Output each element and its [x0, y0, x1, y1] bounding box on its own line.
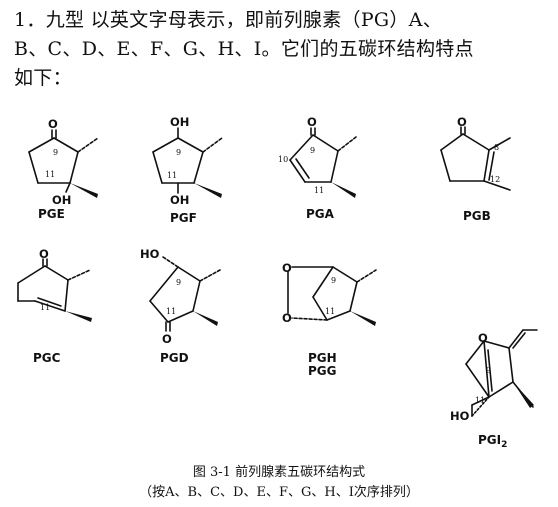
pga-label: PGA — [306, 207, 335, 221]
pgh-oxygen-2: O — [282, 311, 292, 325]
pgi2-structure: O HO 9 11 PGI2 — [450, 329, 538, 450]
pgh-oxygen-1: O — [282, 261, 292, 275]
intro-line-1: 1．九型 以英文字母表示，即前列腺素（PG）A、 — [14, 9, 443, 31]
pgi2-c11: 11 — [475, 396, 485, 405]
pge-structure: O OH 9 11 PGE — [28, 117, 99, 221]
pgh-structure: O O 9 11 PGH PGG — [282, 261, 377, 378]
pga-oxygen: O — [307, 115, 317, 129]
pga-c10: 10 — [278, 155, 288, 164]
pgi2-label: PGI2 — [478, 433, 507, 450]
pga-c9: 9 — [310, 146, 315, 155]
pga-structure: O 9 10 11 PGA — [278, 115, 357, 221]
pgf-c9: 9 — [176, 148, 181, 157]
intro-paragraph: 1．九型 以英文字母表示，即前列腺素（PG）A、 B、C、D、E、F、G、H、I… — [14, 6, 554, 93]
pgc-structure: O 11 PGC — [17, 247, 92, 365]
pgd-c11: 11 — [166, 307, 176, 316]
pgg-label: PGG — [308, 364, 337, 378]
pge-c11: 11 — [45, 170, 55, 179]
pge-label: PGE — [38, 207, 65, 221]
pgi2-label-main: PGI — [478, 433, 501, 447]
pgd-label: PGD — [160, 351, 189, 365]
pge-c9: 9 — [53, 148, 58, 157]
pgf-hydroxyl-top: OH — [170, 115, 189, 129]
pgf-c11: 11 — [167, 171, 177, 180]
pgf-structure: OH OH 9 11 PGF — [152, 115, 223, 225]
pga-c11: 11 — [314, 186, 324, 195]
pgh-c11: 11 — [325, 307, 335, 316]
pgc-oxygen: O — [39, 247, 49, 261]
pgi2-hydroxyl: HO — [450, 409, 470, 423]
pgf-label: PGF — [170, 211, 197, 225]
pgb-label: PGB — [463, 209, 491, 223]
pgd-c9: 9 — [176, 278, 181, 287]
pgb-c8: 8 — [494, 143, 499, 152]
figure-caption-subtitle: （按A、B、C、D、E、F、G、H、I次序排列） — [139, 485, 419, 500]
pgi2-c9: 9 — [486, 366, 491, 375]
pgf-hydroxyl-bottom: OH — [170, 193, 189, 207]
pgd-oxygen: O — [162, 332, 172, 346]
pgc-label: PGC — [33, 351, 61, 365]
pgb-c12: 12 — [490, 175, 500, 184]
intro-line-3: 如下： — [14, 67, 72, 89]
figure-caption-title: 图 3-1 前列腺素五碳环结构式 — [192, 465, 366, 480]
pgd-hydroxyl: HO — [140, 247, 160, 261]
pgc-c11: 11 — [40, 303, 50, 312]
pgi2-label-subscript: 2 — [501, 440, 507, 450]
pgb-oxygen: O — [457, 115, 467, 129]
pgi2-ring-oxygen: O — [478, 331, 488, 345]
pge-oxygen: O — [48, 117, 58, 131]
pge-hydroxyl: OH — [52, 193, 71, 207]
intro-line-2: B、C、D、E、F、G、H、I。它们的五碳环结构特点 — [14, 38, 474, 60]
pgh-c9: 9 — [331, 276, 336, 285]
pgb-structure: O 8 12 PGB — [440, 115, 511, 223]
pgh-label: PGH — [308, 351, 337, 365]
pgd-structure: HO O 9 11 PGD — [140, 247, 221, 365]
